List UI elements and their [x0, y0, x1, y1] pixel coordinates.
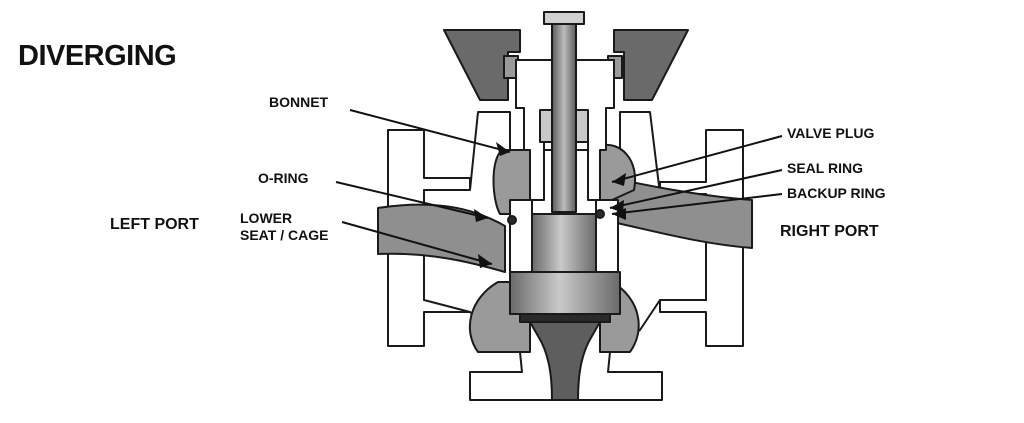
- lower-seat: [509, 271, 621, 315]
- o-ring-arrowhead: [474, 209, 488, 222]
- backup-ring-label: BACKUP RING: [787, 185, 886, 201]
- bonnet-label: BONNET: [269, 94, 329, 110]
- left-flow-passage: [377, 203, 506, 273]
- seal-ring-label: SEAL RING: [787, 160, 863, 176]
- o-ring-leader: [335, 181, 489, 219]
- o-ring: [507, 215, 517, 225]
- o-ring-label: O-RING: [258, 170, 309, 186]
- backup-ring-arrowhead: [612, 208, 626, 220]
- seat-gasket: [519, 313, 611, 323]
- bonnet-arrowhead: [496, 142, 510, 156]
- cage-left: [509, 199, 533, 283]
- lower-seat-arrowhead: [478, 254, 492, 268]
- valve-plug-leader: [611, 135, 783, 183]
- right-port-label: RIGHT PORT: [780, 223, 879, 240]
- left-port-label: LEFT PORT: [110, 216, 199, 233]
- diagram-title: DIVERGING: [18, 40, 177, 72]
- lower-seat-leader: [341, 221, 493, 265]
- right-flow-passage: [611, 177, 753, 249]
- actuator-yoke-right: [613, 29, 689, 101]
- bonnet-leader: [349, 109, 511, 153]
- stem-cap: [543, 11, 585, 25]
- valve-stem: [551, 11, 577, 213]
- bottom-drain: [529, 321, 601, 401]
- valve-plug-label: VALVE PLUG: [787, 125, 875, 141]
- backup-ring-leader: [611, 193, 783, 215]
- lower-seat-label-line2: SEAT / CAGE: [240, 227, 329, 243]
- upper-right-cavity: [599, 143, 637, 201]
- valve-plug-arrowhead: [612, 173, 626, 186]
- seal-ring-arrowhead: [610, 200, 624, 213]
- lower-seat-label-line1: LOWER: [240, 210, 293, 226]
- seal-ring: [595, 209, 605, 219]
- seal-ring-leader: [609, 169, 783, 209]
- actuator-yoke-left: [443, 29, 521, 101]
